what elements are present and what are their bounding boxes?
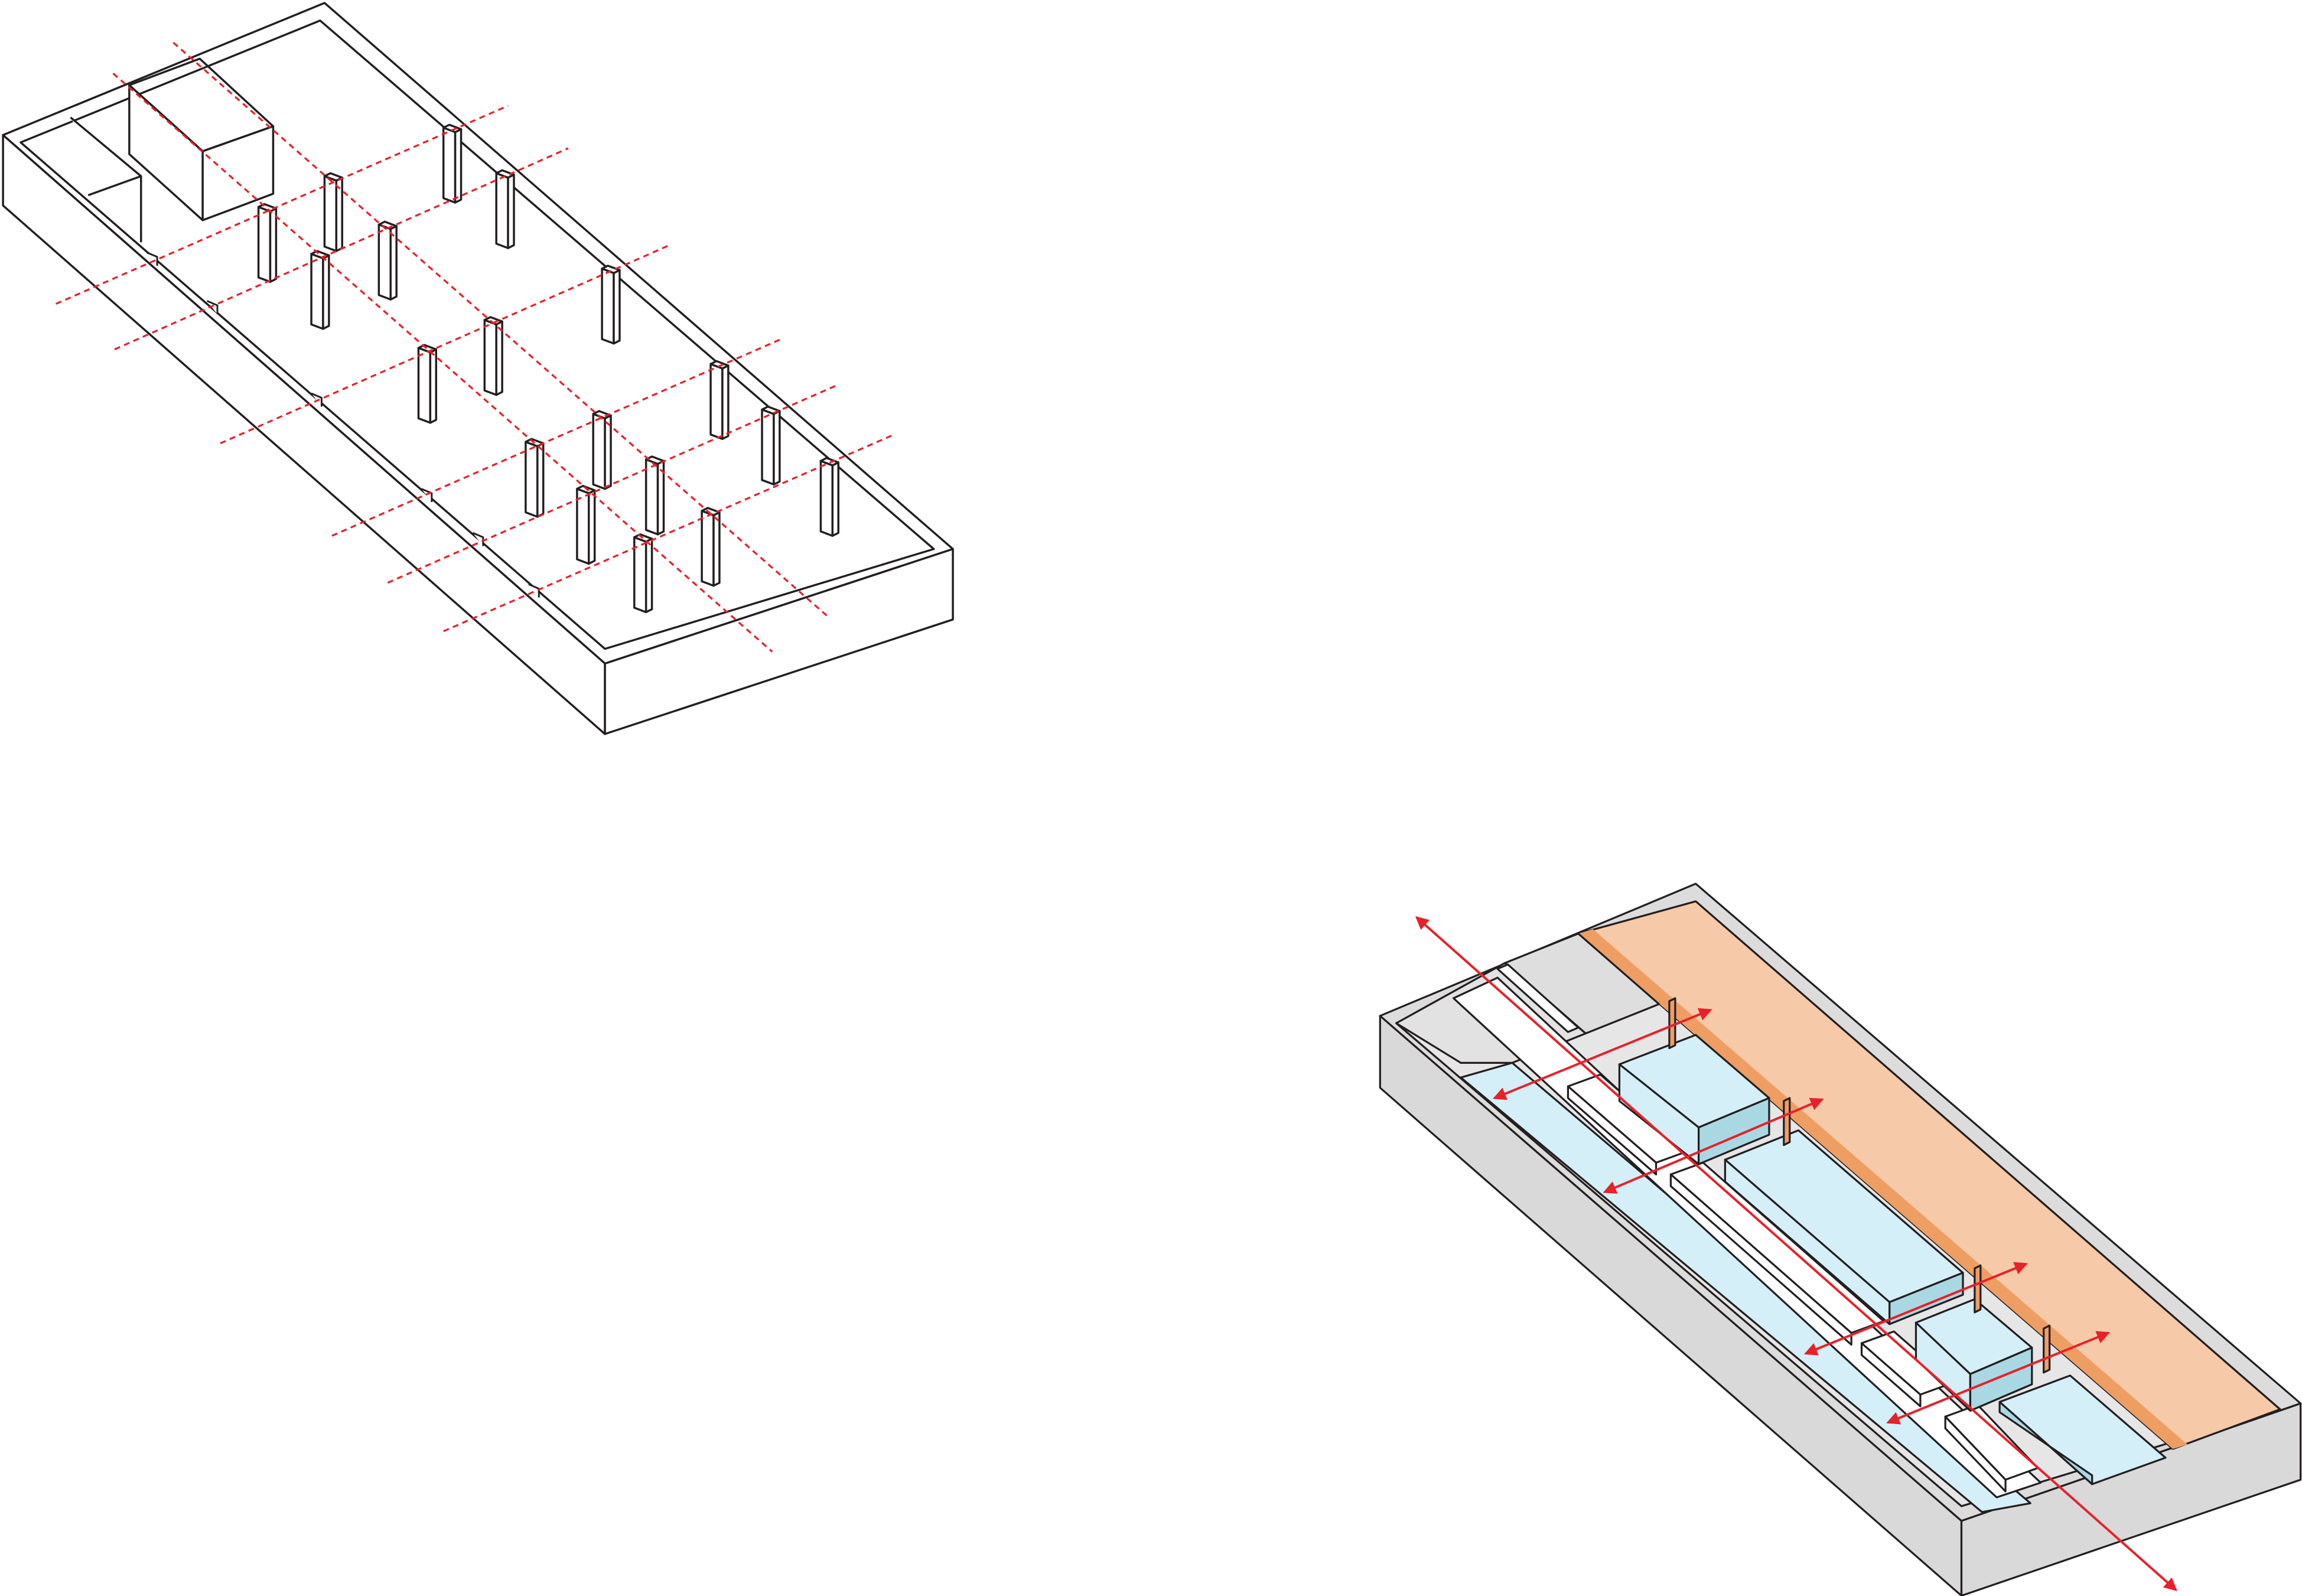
column-face (633, 536, 647, 614)
column-face (257, 206, 272, 283)
column-side (588, 489, 596, 565)
column-face (601, 268, 615, 345)
arrow-transverse (1803, 1262, 2028, 1356)
column-face (709, 363, 724, 440)
column-side (429, 348, 438, 424)
grid-line-longitudinal (112, 73, 773, 653)
pilaster (421, 488, 433, 502)
column-side (644, 538, 653, 614)
core-box-top (128, 57, 275, 152)
arrow-transverse (1886, 1331, 2111, 1425)
column-side (604, 414, 612, 490)
grid-line-transverse (114, 147, 569, 350)
column-side (773, 410, 781, 486)
pilaster (472, 532, 484, 546)
arrow-transverse (1493, 1008, 1712, 1100)
column-face (701, 510, 715, 587)
column-face (495, 172, 509, 249)
column-side (831, 461, 839, 537)
column-face (323, 175, 338, 252)
column-face (644, 458, 659, 536)
core-partition-wall (70, 116, 142, 243)
grid-line-transverse (55, 105, 509, 305)
grid-line-longitudinal (172, 41, 831, 619)
core-partitions (70, 57, 275, 243)
column-face (310, 253, 324, 330)
column-side (269, 207, 278, 283)
column-face (417, 347, 432, 424)
pilaster (146, 252, 158, 266)
column-face (377, 223, 392, 301)
column-face (442, 126, 457, 204)
column-side (507, 174, 515, 249)
column-side (495, 320, 503, 396)
column-side (322, 254, 330, 330)
column-face (483, 319, 497, 396)
grid-lines (55, 41, 895, 653)
slab-right-face (604, 548, 954, 735)
column-face (761, 408, 775, 486)
column-side (721, 364, 730, 440)
column-face (592, 413, 606, 490)
structural-grid-diagram (2, 2, 954, 735)
column-face (525, 441, 539, 518)
partition-wall (1783, 1097, 1791, 1146)
column-side (389, 224, 398, 301)
flow-arrows (1415, 916, 2177, 1591)
partition-wall (2043, 1324, 2051, 1374)
partition-wall (1974, 1264, 1982, 1314)
column-face (819, 460, 834, 537)
column-top (576, 484, 596, 494)
spatial-organization-diagram (1379, 882, 2302, 1596)
partition-wall (1668, 997, 1676, 1050)
column-side (712, 511, 721, 587)
arrow-transverse (1603, 1097, 1824, 1194)
column-side (536, 442, 545, 518)
column-side (613, 269, 621, 345)
column-side (454, 128, 463, 204)
column-face (576, 487, 590, 565)
